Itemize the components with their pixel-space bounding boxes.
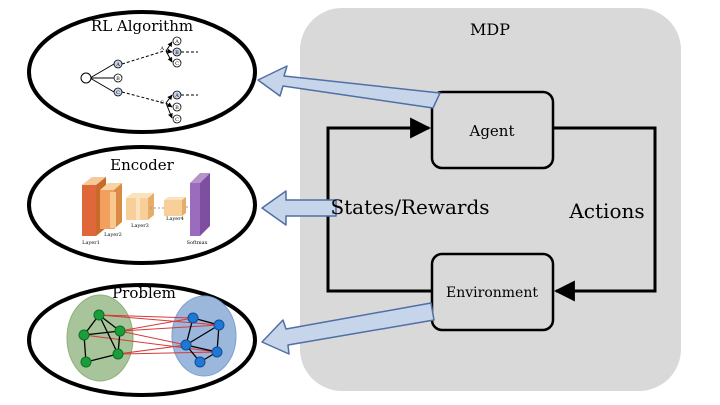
blue-graph-nodes bbox=[180, 312, 225, 368]
layer-label: Layer3 bbox=[131, 223, 149, 229]
rl-algorithm-title: RL Algorithm bbox=[91, 17, 193, 35]
tree-node-label: A bbox=[174, 93, 179, 99]
green-graph-nodes bbox=[78, 309, 126, 368]
states-rewards-label: States/Rewards bbox=[330, 195, 489, 219]
tree-node-label: B bbox=[175, 50, 179, 56]
cnn-layers-illustration bbox=[82, 173, 210, 236]
tree-node bbox=[172, 36, 182, 46]
tree-node bbox=[172, 90, 182, 100]
tree-node bbox=[113, 59, 123, 69]
environment-label: Environment bbox=[446, 285, 538, 301]
tree-node-label: C bbox=[175, 117, 179, 123]
rl-algorithm-ellipse bbox=[27, 10, 257, 134]
agent-box bbox=[430, 90, 555, 170]
actions-label: Actions bbox=[568, 199, 644, 223]
tree-node-label: B bbox=[175, 105, 179, 111]
arrow-to-encoder bbox=[261, 190, 337, 226]
decision-tree bbox=[89, 41, 198, 119]
tree-node bbox=[172, 102, 182, 112]
tree-node bbox=[172, 58, 182, 68]
problem-panel: Problem bbox=[27, 283, 257, 397]
tree-node bbox=[172, 47, 182, 57]
arrow-agent-to-rl bbox=[257, 65, 441, 109]
layer-label: Layer1 bbox=[82, 240, 100, 246]
layer-label: Softmax bbox=[187, 240, 208, 246]
tree-node bbox=[172, 114, 182, 124]
rl-algorithm-panel: RL Algorithm A B C A C A B bbox=[27, 10, 257, 134]
actions-loop-line bbox=[553, 126, 657, 302]
green-cluster bbox=[66, 294, 134, 382]
layer-label: Layer2 bbox=[104, 232, 122, 238]
agent-label: Agent bbox=[469, 122, 515, 140]
mdp-region bbox=[300, 8, 681, 391]
tree-node-label: A bbox=[115, 62, 120, 68]
tree-node bbox=[113, 73, 123, 83]
arrow-env-to-problem bbox=[261, 302, 435, 355]
tree-node bbox=[113, 87, 123, 97]
encoder-panel: Encoder Layer1 bbox=[27, 145, 257, 265]
problem-title: Problem bbox=[112, 284, 176, 302]
branch-label: A bbox=[159, 46, 164, 52]
layer-label: Layer4 bbox=[166, 216, 184, 222]
tree-root-node bbox=[80, 72, 92, 84]
tree-node-label: C bbox=[175, 61, 179, 67]
mdp-title: MDP bbox=[470, 20, 510, 39]
tree-node-label: C bbox=[116, 90, 120, 96]
cross-edges bbox=[83, 314, 220, 355]
encoder-title: Encoder bbox=[110, 156, 175, 174]
tree-node-label: A bbox=[174, 39, 179, 45]
branch-label: C bbox=[160, 100, 164, 106]
tree-node-label: B bbox=[116, 76, 120, 82]
